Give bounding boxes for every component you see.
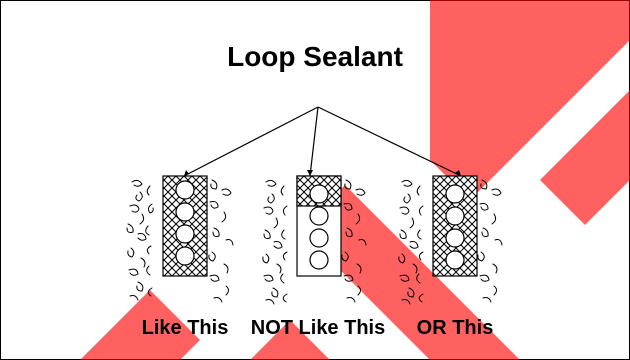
- backer-rod: [175, 202, 195, 222]
- backer-rod: [175, 224, 195, 244]
- slot-like-this: [126, 175, 234, 303]
- pointer-line-middle: [309, 106, 319, 177]
- pointer-line-left: [183, 106, 319, 177]
- pointer-lines: [183, 106, 462, 177]
- backer-rod: [309, 206, 329, 226]
- backer-rod: [175, 180, 195, 200]
- arrowhead-left: [184, 170, 189, 176]
- backer-rod: [445, 184, 465, 204]
- watermark-logo: [80, 0, 630, 360]
- slot-or-this: [398, 175, 503, 305]
- backer-rod: [445, 228, 465, 248]
- arrowhead-right: [455, 170, 461, 176]
- arrowhead-middle: [307, 170, 313, 176]
- slot-not-like-this: [262, 175, 367, 305]
- pavement-texture-middle: [262, 179, 367, 305]
- backer-rod: [309, 250, 329, 270]
- pointer-line-right: [317, 106, 462, 177]
- pavement-texture-left: [126, 179, 234, 303]
- backer-rod: [445, 206, 465, 226]
- pavement-texture-right: [398, 179, 503, 305]
- backer-rod: [445, 250, 465, 270]
- page-title: Loop Sealant: [227, 41, 403, 72]
- caption-or-this: OR This: [417, 317, 494, 339]
- caption-like-this: Like This: [142, 317, 229, 339]
- backer-rod: [309, 228, 329, 248]
- caption-not-like-this: NOT Like This: [251, 317, 385, 339]
- backer-rod: [309, 184, 329, 204]
- backer-rod: [175, 246, 195, 266]
